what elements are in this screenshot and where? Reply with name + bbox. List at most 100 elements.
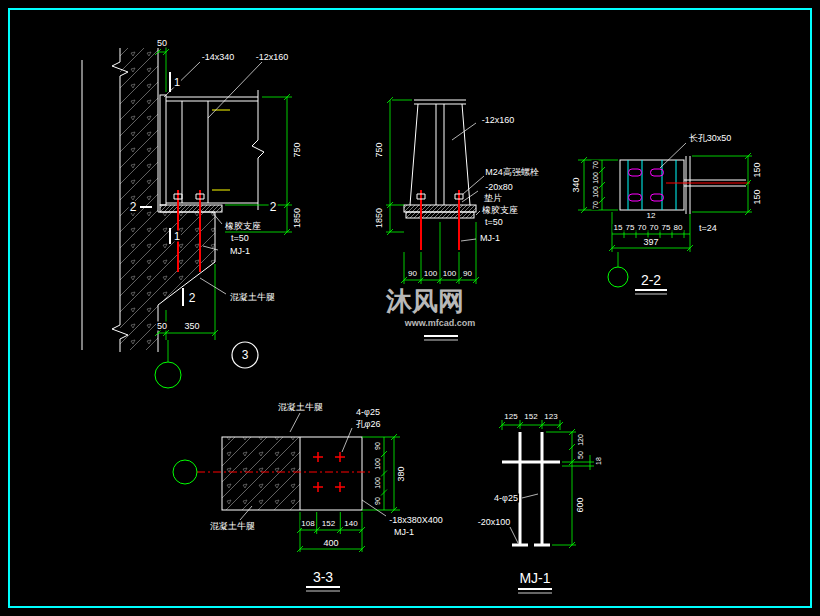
dimension-text: 100 xyxy=(374,457,381,471)
dimension-text: 1850 xyxy=(293,207,302,229)
dimension-text: 380 xyxy=(397,465,406,482)
leader-line xyxy=(164,62,262,294)
part-label: -18x380X400 xyxy=(388,516,444,525)
part-label: -12x160 xyxy=(255,53,290,62)
part-label: -20x100 xyxy=(477,518,512,527)
section-mark: 1 xyxy=(173,77,181,88)
center-line xyxy=(666,183,750,184)
note-text: t=50 xyxy=(230,234,250,243)
title-underline xyxy=(635,289,667,291)
note-text: 孔φ26 xyxy=(355,420,382,429)
note-text: 混凝土牛腿 xyxy=(277,403,324,412)
note-text: 垫片 xyxy=(483,194,503,203)
stiffener-line xyxy=(628,160,676,210)
plate-edge xyxy=(300,437,301,510)
dimension-text: 90 xyxy=(374,441,381,451)
leader-line xyxy=(452,123,484,241)
concrete-outline xyxy=(82,48,215,352)
part-label: MJ-1 xyxy=(229,247,251,256)
part-label: 4-φ25 xyxy=(493,494,519,503)
part-label: MJ-1 xyxy=(479,234,501,243)
dimension-text: 600 xyxy=(576,496,585,513)
concrete-hatch xyxy=(222,437,300,510)
dimension-text: 70 xyxy=(592,200,599,210)
note-text: t=24 xyxy=(698,224,718,233)
dimension-text: 397 xyxy=(642,238,659,247)
dimension-text: 50 xyxy=(156,322,168,331)
watermark: www.mfcad.com xyxy=(404,319,477,328)
bolt-nut xyxy=(174,194,204,199)
anchor-hole xyxy=(313,452,345,492)
dimension-text: 150 xyxy=(753,161,762,178)
base-plate xyxy=(404,205,476,212)
part-label: -12x160 xyxy=(481,116,516,125)
dimension-text: 90 xyxy=(462,270,473,278)
part-label: 4-φ25 xyxy=(355,408,381,417)
yellow-weld xyxy=(212,110,230,190)
dimension-text: 100 xyxy=(592,186,599,200)
title-underline xyxy=(424,335,458,337)
section-mark: 2 xyxy=(129,201,138,213)
part-label: -20x80 xyxy=(484,183,514,192)
title-underline xyxy=(635,294,667,295)
section-title: 2-2 xyxy=(640,273,662,287)
dimension-text: 75 xyxy=(661,224,672,232)
leader-line xyxy=(240,413,386,520)
title-underline xyxy=(306,591,340,592)
center-line xyxy=(197,472,370,473)
dimension-text: 120 xyxy=(577,433,584,447)
dimension-text: 750 xyxy=(293,141,302,158)
dimension-text: 108 xyxy=(300,520,315,528)
detail-bubble: 3 xyxy=(231,341,259,369)
section-cut-line xyxy=(140,72,183,306)
dimension-line xyxy=(499,420,594,548)
rubber-bearing xyxy=(406,212,474,218)
dimension-text: 350 xyxy=(183,322,200,331)
detail-number: 3 xyxy=(242,349,249,361)
dimension-text: 750 xyxy=(375,141,384,158)
dimension-text: 75 xyxy=(625,224,636,232)
dimension-text: 50 xyxy=(156,39,168,48)
dimension-text: 140 xyxy=(343,520,358,528)
end-plate xyxy=(160,95,166,205)
dimension-text: 152 xyxy=(523,413,538,421)
note-text: 混凝土牛腿 xyxy=(209,522,256,531)
beam-web xyxy=(684,156,746,214)
anchor-bar xyxy=(502,432,560,545)
dimension-text: 80 xyxy=(673,224,684,232)
bolt-nut xyxy=(417,194,463,199)
dimension-text: 125 xyxy=(503,413,518,421)
slotted-hole xyxy=(629,169,664,201)
dimension-text: 100 xyxy=(592,171,599,185)
dimension-text: 1850 xyxy=(375,207,384,229)
title-underline xyxy=(518,588,552,590)
part-label: MJ-1 xyxy=(393,528,415,537)
rubber-bearing xyxy=(160,205,222,212)
bracket-steel xyxy=(410,100,470,205)
dimension-text: 123 xyxy=(543,413,558,421)
dimension-text: 12 xyxy=(646,212,657,220)
part-label: -14x340 xyxy=(201,53,236,62)
dimension-line xyxy=(155,45,292,362)
dimension-text: 90 xyxy=(374,496,381,506)
dimension-text: 50 xyxy=(577,450,584,460)
section-mark: 2 xyxy=(269,201,278,213)
dimension-text: 18 xyxy=(595,456,602,466)
bubble-circle xyxy=(232,342,258,368)
section-title: 3-3 xyxy=(312,570,334,584)
note-text: t=50 xyxy=(484,218,504,227)
dimension-text: 400 xyxy=(322,539,339,548)
note-text: 混凝土牛腿 xyxy=(229,293,276,302)
part-label: M24高强螺栓 xyxy=(484,168,540,177)
watermark: 沐风网 xyxy=(385,288,465,314)
corbel-outline xyxy=(222,437,362,510)
title-underline xyxy=(424,340,458,341)
section-title: MJ-1 xyxy=(518,571,551,585)
dimension-line xyxy=(297,434,400,552)
axis-bubble xyxy=(608,267,628,287)
section-mark: 1 xyxy=(173,231,181,242)
axis-bubble xyxy=(173,460,197,484)
sheet-frame xyxy=(9,9,811,607)
end-plate xyxy=(620,160,684,210)
